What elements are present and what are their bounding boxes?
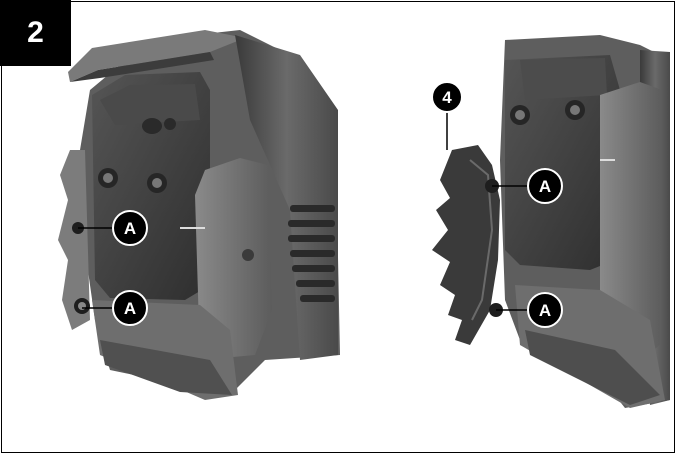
svg-text:4: 4 [442, 88, 452, 107]
callout-a-right-lower: A [527, 292, 563, 328]
callout-a-left-upper: A [112, 210, 148, 246]
callout-4-blade: 4 [431, 81, 463, 113]
callout-leaders [78, 112, 528, 311]
callout-a-right-upper: A [527, 168, 563, 204]
svg-text:A: A [124, 299, 136, 318]
svg-text:A: A [124, 219, 136, 238]
callout-a-left-lower: A [112, 290, 148, 326]
svg-text:A: A [539, 301, 551, 320]
svg-text:A: A [539, 177, 551, 196]
figure-number: 2 [0, 0, 71, 66]
